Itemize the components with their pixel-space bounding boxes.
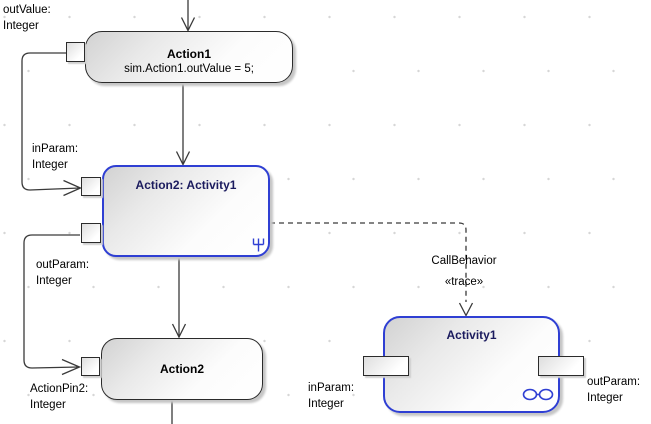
label-line: Integer xyxy=(32,159,68,171)
label-line: inParam: xyxy=(308,382,355,394)
arrowhead xyxy=(175,151,191,166)
label-line: outParam: xyxy=(587,376,641,388)
pin-action2call-inparam[interactable] xyxy=(81,177,101,196)
label-line: Integer xyxy=(308,398,344,410)
node-action1[interactable]: Action1 sim.Action1.outValue = 5; xyxy=(85,31,293,83)
label-line: Integer xyxy=(30,399,66,411)
arrowhead xyxy=(61,358,82,376)
pin-action1-outvalue[interactable] xyxy=(66,42,85,62)
label-line: Integer xyxy=(3,20,39,32)
object-flow-outvalue-to-inparam[interactable] xyxy=(21,52,83,197)
arrowhead xyxy=(63,179,83,197)
node-title: Activity1 xyxy=(446,328,497,342)
arrowhead xyxy=(180,17,196,32)
label-outparam-activity1[interactable]: outParam: Integer xyxy=(587,374,640,406)
trace-connector[interactable] xyxy=(270,222,474,317)
pin-action2-actionpin2[interactable] xyxy=(81,357,100,376)
parameter-node-activity1-inparam[interactable] xyxy=(363,356,409,376)
node-effect-text: sim.Action1.outValue = 5; xyxy=(124,63,254,75)
control-flow-into-action1[interactable] xyxy=(180,0,196,32)
control-flow-action1-to-action2call[interactable] xyxy=(175,84,191,166)
label-trace-stereotype[interactable]: «trace» xyxy=(444,276,484,288)
label-line: Integer xyxy=(587,392,623,404)
node-title: Action1 xyxy=(166,47,211,61)
label-inparam-action2call[interactable]: inParam: Integer xyxy=(32,141,78,173)
label-line: ActionPin2: xyxy=(30,383,89,395)
object-flow-outparam-to-actionpin2[interactable] xyxy=(23,234,82,376)
call-behavior-rake-icon xyxy=(252,238,265,252)
activity-parameters-icon xyxy=(522,388,554,401)
label-line: outValue: xyxy=(3,4,51,16)
node-action2-call-activity1[interactable]: Action2: Activity1 xyxy=(102,165,270,257)
label-line: outParam: xyxy=(36,259,90,271)
label-inparam-activity1[interactable]: inParam: Integer xyxy=(308,380,354,412)
label-line: inParam: xyxy=(32,143,79,155)
label-outvalue[interactable]: outValue: Integer xyxy=(3,2,51,34)
node-title: Action2: Activity1 xyxy=(135,178,237,192)
arrowhead xyxy=(458,302,474,317)
label-actionpin2[interactable]: ActionPin2: Integer xyxy=(30,381,88,413)
control-flow-action2call-to-action2[interactable] xyxy=(171,257,187,339)
label-callbehavior[interactable]: CallBehavior xyxy=(431,255,497,267)
arrowhead xyxy=(171,323,187,339)
node-action2[interactable]: Action2 xyxy=(101,338,263,400)
label-line: Integer xyxy=(36,275,72,287)
parameter-node-activity1-outparam[interactable] xyxy=(538,356,584,376)
pin-action2call-outparam[interactable] xyxy=(81,223,101,243)
node-activity1[interactable]: Activity1 xyxy=(383,316,560,413)
label-outparam-action2call[interactable]: outParam: Integer xyxy=(36,257,89,289)
node-title: Action2 xyxy=(159,362,204,376)
